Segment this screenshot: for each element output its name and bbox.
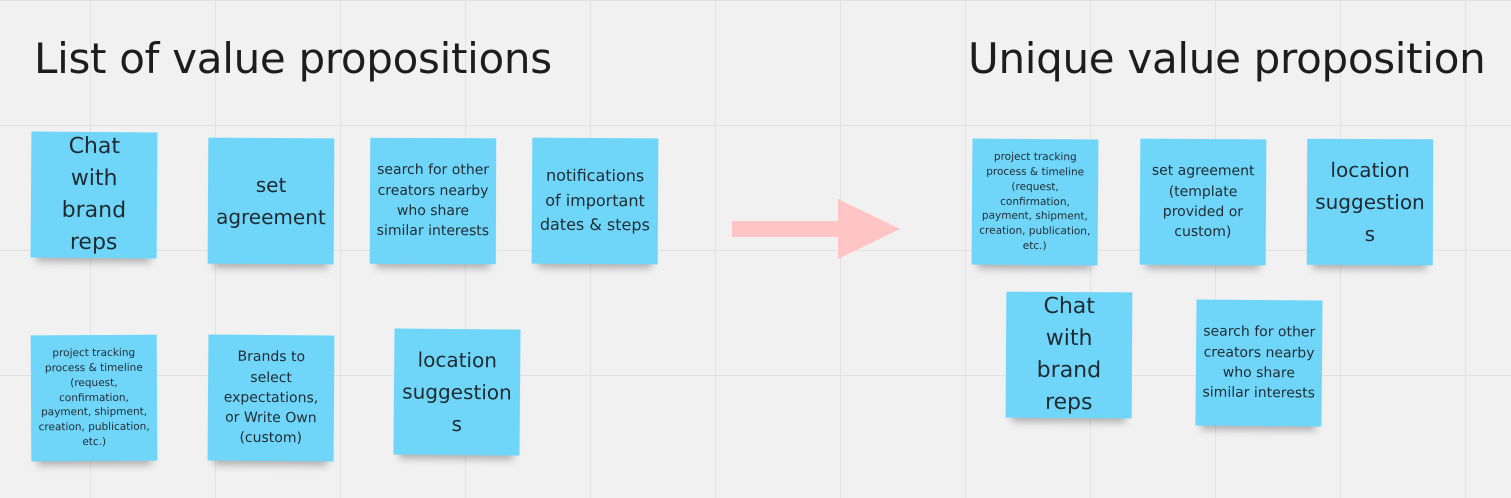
sticky-note-location-suggestions[interactable]: location suggestions — [1306, 138, 1434, 266]
sticky-note-text: location suggestions — [402, 347, 512, 437]
sticky-note-text: Chat with brand reps — [1036, 294, 1102, 416]
sticky-note-text: project tracking process & timeline (req… — [38, 346, 150, 449]
sticky-note-text: search for other creators nearby who sha… — [376, 162, 490, 240]
sticky-note-chat-with-brand-reps[interactable]: Chat with brand reps — [30, 131, 158, 259]
sticky-note-text: search for other creators nearby who sha… — [1202, 323, 1316, 402]
sticky-note-project-tracking[interactable]: project tracking process & timeline (req… — [971, 138, 1099, 266]
sticky-note-set-agreement-template[interactable]: set agreement (template provided or cust… — [1139, 138, 1267, 266]
sticky-note-search-creators[interactable]: search for other creators nearby who sha… — [369, 137, 497, 265]
sticky-note-brands-select-expectations[interactable]: Brands to select expectations, or Write … — [207, 334, 335, 462]
right-section-title: Unique value proposition — [968, 34, 1486, 83]
sticky-note-text: Chat with brand reps — [61, 134, 127, 256]
left-section-title: List of value propositions — [34, 34, 552, 83]
sticky-note-chat-with-brand-reps[interactable]: Chat with brand reps — [1005, 291, 1133, 419]
right-arrow-icon — [732, 199, 900, 259]
sticky-note-text: project tracking process & timeline (req… — [979, 150, 1091, 253]
sticky-note-search-creators[interactable]: search for other creators nearby who sha… — [1195, 299, 1323, 427]
sticky-note-text: set agreement (template provided or cust… — [1151, 163, 1255, 241]
sticky-note-text: Brands to select expectations, or Write … — [223, 349, 319, 447]
sticky-note-set-agreement[interactable]: set agreement — [207, 137, 335, 265]
sticky-note-project-tracking[interactable]: project tracking process & timeline (req… — [30, 334, 158, 462]
sticky-note-location-suggestions[interactable]: location suggestions — [393, 328, 521, 456]
sticky-note-text: notifications of important dates & steps — [539, 165, 650, 235]
sticky-note-text: set agreement — [216, 172, 326, 230]
sticky-note-notifications[interactable]: notifications of important dates & steps — [531, 137, 659, 265]
sticky-note-text: location suggestions — [1315, 157, 1425, 247]
